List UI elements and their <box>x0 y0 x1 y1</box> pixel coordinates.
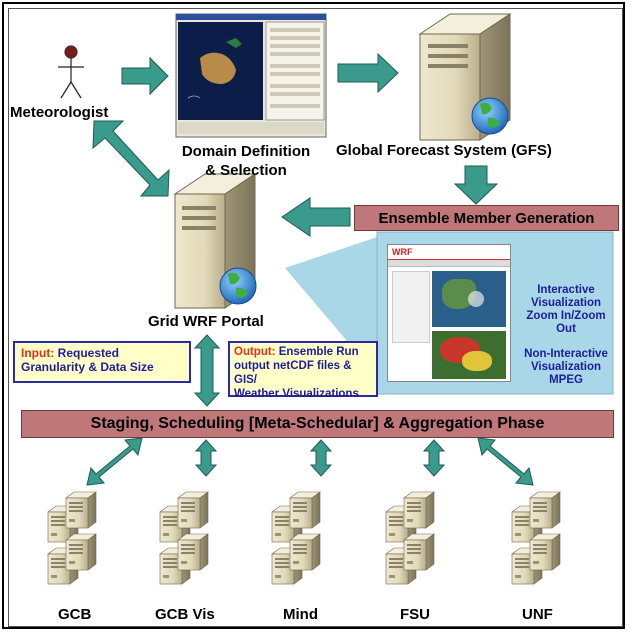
arrow-gfs-to-ensemble <box>453 165 499 205</box>
arrow-staging-gcb <box>86 437 143 486</box>
meteorologist-actor-icon <box>58 45 84 99</box>
arrow-portal-staging <box>193 334 221 407</box>
arrow-staging-fsu <box>422 439 446 477</box>
cluster-fsu-label: FSU <box>400 606 430 623</box>
output-note: Output: Ensemble Run output netCDF files… <box>228 341 378 400</box>
arrow-ensemble-to-portal <box>281 197 351 237</box>
arrow-actor-portal <box>92 120 170 197</box>
arrow-domain-to-gfs <box>337 52 399 94</box>
arrow-actor-to-domain <box>121 56 169 96</box>
meteorologist-label: Meteorologist <box>10 104 109 121</box>
cluster-unf-icon <box>512 492 560 584</box>
interactive-viz-text: Interactive Visualization Zoom In/Zoom O… <box>526 284 606 335</box>
staging-scheduling-bar: Staging, Scheduling [Meta-Schedular] & A… <box>21 410 614 438</box>
flow-arrows <box>86 52 534 486</box>
noninteractive-viz-text: Non-Interactive Visualization MPEG <box>524 348 608 386</box>
cluster-gcb-label: GCB <box>58 606 92 623</box>
cluster-gcb-icon <box>48 492 96 584</box>
inner-frame <box>8 8 623 627</box>
gfs-label: Global Forecast System (GFS) <box>336 142 552 159</box>
cluster-fsu-icon <box>386 492 434 584</box>
domain-definition-label: Domain Definition & Selection <box>181 143 311 179</box>
domain-definition-screenshot <box>175 13 327 138</box>
cluster-mind-icon <box>272 492 320 584</box>
ensemble-member-generation-bar: Ensemble Member Generation <box>354 205 619 231</box>
portal-server-icon <box>173 173 257 309</box>
cluster-unf-label: UNF <box>522 606 553 623</box>
arrow-staging-unf <box>477 437 534 486</box>
viz-window-title: WRF <box>388 245 510 260</box>
cluster-gcbvis-icon <box>160 492 208 584</box>
arrow-staging-gcbvis <box>194 439 218 477</box>
outer-frame <box>2 2 625 629</box>
visualization-screenshot: WRF <box>387 244 511 382</box>
gfs-server-icon <box>418 13 512 141</box>
arrow-staging-mind <box>309 439 333 477</box>
input-note: Input: Requested Granularity & Data Size <box>13 341 191 383</box>
portal-label: Grid WRF Portal <box>148 313 264 330</box>
cluster-mind-label: Mind <box>283 606 318 623</box>
cluster-gcbvis-label: GCB Vis <box>155 606 215 623</box>
